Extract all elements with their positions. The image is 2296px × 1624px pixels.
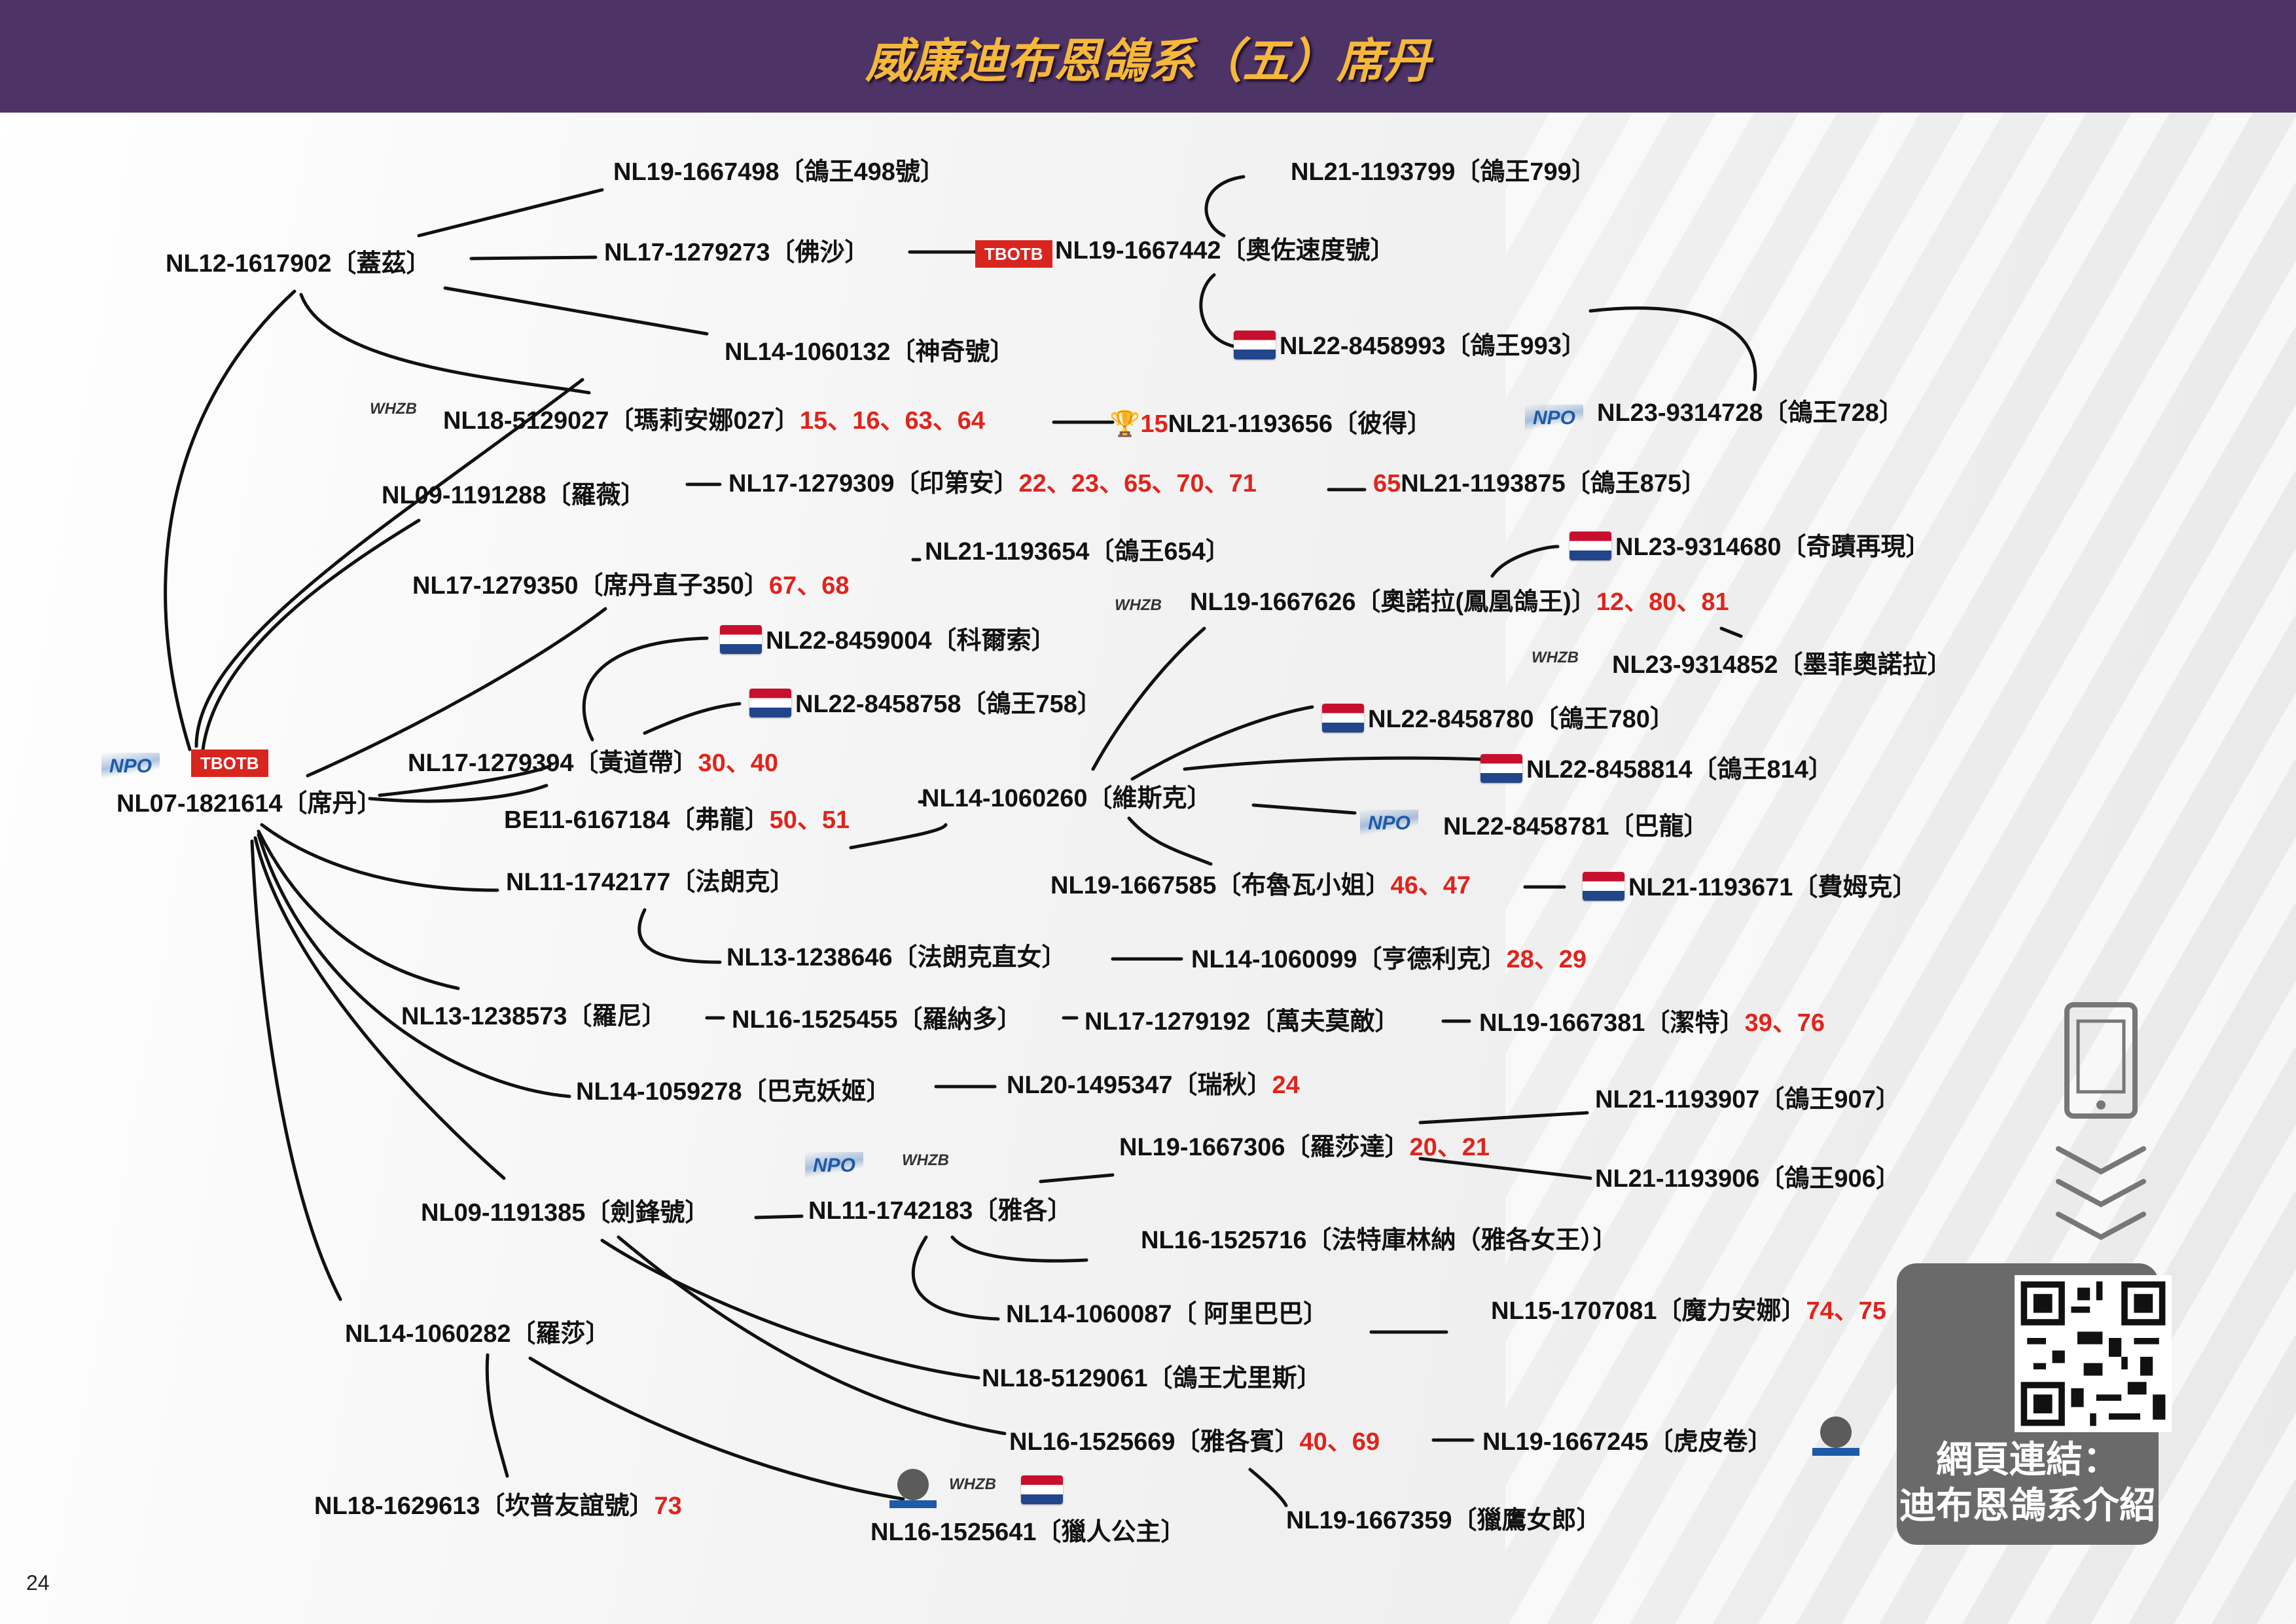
page-number: 24 [26, 1571, 50, 1595]
node-nl14-1060260: NL14-1060260〔維斯克〕 [922, 785, 1212, 812]
node-nl22-8459004: NL22-8459004〔科爾索〕 [720, 625, 1056, 656]
node-nl14-1060132: NL14-1060132〔神奇號〕 [725, 338, 1015, 366]
node-nl22-8458780: NL22-8458780〔鴿王780〕 [1322, 704, 1675, 734]
phone-icon [2064, 1002, 2138, 1119]
netherlands-flag-icon [1234, 331, 1276, 359]
node-nl17-1279394: NL17-1279394〔黃道帶〕30、40 [408, 749, 779, 777]
tbotb-badge: TBOTB [191, 749, 268, 777]
node-root: NL07-1821614〔席丹〕 [117, 790, 382, 818]
node-nl14-1060087: NL14-1060087〔 阿里巴巴〕 [1006, 1301, 1329, 1328]
netherlands-flag-icon [1480, 754, 1522, 783]
node-nl14-1060099: NL14-1060099〔亨德利克〕28、29 [1191, 946, 1587, 973]
npo-logo: NPO [101, 753, 160, 780]
node-nl16-1525455: NL16-1525455〔羅納多〕 [732, 1006, 1022, 1034]
node-nl21-1193906: NL21-1193906〔鴿王906〕 [1595, 1165, 1901, 1193]
netherlands-flag-icon [1583, 872, 1624, 901]
node-nl21-1193671: NL21-1193671〔費姆克〕 [1583, 872, 1917, 903]
node-nl21-1193656: 🏆15NL21-1193656〔彼得〕 [1109, 410, 1433, 438]
netherlands-flag-icon [1570, 532, 1611, 560]
node-nl19-1667585: NL19-1667585〔布魯瓦小姐〕46、47 [1050, 872, 1471, 899]
node-nl19-1667442: NL19-1667442〔奧佐速度號〕 [1055, 237, 1395, 264]
npo-logo: NPO [1360, 810, 1419, 837]
node-nl13-1238573: NL13-1238573〔羅尼〕 [401, 1003, 667, 1030]
qr-caption-line1: 網頁連結： [1936, 1439, 2119, 1480]
node-nl19-1667245: NL19-1667245〔虎皮卷〕 [1482, 1428, 1773, 1456]
node-nl17-1279350: NL17-1279350〔席丹直子350〕67、68 [412, 572, 850, 600]
whzb-logo: WHZB [949, 1475, 996, 1493]
node-nl17-1279192: NL17-1279192〔萬夫莫敵〕 [1085, 1008, 1400, 1036]
qr-code-icon[interactable] [2015, 1275, 2172, 1432]
node-be11-6167184: BE11-6167184〔弗龍〕50、51 [504, 806, 850, 834]
node-nl21-1193875: 65NL21-1193875〔鴿王875〕 [1373, 470, 1707, 497]
node-nl14-1059278: NL14-1059278〔巴克妖姬〕 [576, 1078, 891, 1106]
node-nl12-1617902: NL12-1617902〔蓋茲〕 [166, 250, 431, 278]
netherlands-flag-icon [1021, 1475, 1067, 1506]
node-nl11-1742177: NL11-1742177〔法朗克〕 [506, 869, 795, 896]
fci-badge [889, 1469, 937, 1508]
whzb-logo: WHZB [1115, 596, 1162, 614]
node-nl09-1191288: NL09-1191288〔羅薇〕 [382, 482, 646, 509]
whzb-logo: WHZB [1532, 649, 1579, 666]
node-nl18-5129027: NL18-5129027〔瑪莉安娜027〕15、16、63、64 [443, 407, 985, 435]
node-nl09-1191385: NL09-1191385〔劍鋒號〕 [421, 1199, 710, 1227]
node-nl19-1667359: NL19-1667359〔獵鷹女郎〕 [1286, 1507, 1602, 1534]
qr-caption-line2: 迪布恩鴿系介紹 [1899, 1485, 2156, 1526]
node-nl19-1667626: NL19-1667626〔奧諾拉(鳳凰鴿王)〕12、80、81 [1190, 588, 1729, 616]
trophy-icon: 🏆 [1109, 410, 1141, 438]
node-nl20-1495347: NL20-1495347〔瑞秋〕24 [1007, 1072, 1300, 1099]
node-nl23-9314680: NL23-9314680〔奇蹟再現〕 [1570, 532, 1931, 562]
node-nl21-1193907: NL21-1193907〔鴿王907〕 [1595, 1086, 1901, 1113]
node-nl19-1667498: NL19-1667498〔鴿王498號〕 [613, 158, 945, 186]
netherlands-flag-icon [720, 625, 762, 654]
node-nl21-1193799: NL21-1193799〔鴿王799〕 [1291, 158, 1596, 186]
netherlands-flag-icon [749, 689, 791, 717]
node-nl15-1707081: NL15-1707081〔魔力安娜〕74、75 [1491, 1297, 1887, 1325]
node-nl23-9314852: NL23-9314852〔墨菲奧諾拉〕 [1612, 651, 1952, 679]
page-title: 威廉迪布恩鴿系（五）席丹 [865, 33, 1431, 88]
node-nl18-1629613: NL18-1629613〔坎普友誼號〕73 [314, 1492, 682, 1520]
node-nl17-1279309: NL17-1279309〔印第安〕22、23、65、70、71 [728, 470, 1257, 497]
node-nl22-8458814: NL22-8458814〔鴿王814〕 [1480, 754, 1833, 785]
node-nl16-1525669: NL16-1525669〔雅各賓〕40、69 [1009, 1428, 1380, 1456]
node-nl19-1667381: NL19-1667381〔潔特〕39、76 [1479, 1009, 1825, 1037]
fci-badge [1812, 1416, 1859, 1456]
node-nl14-1060282: NL14-1060282〔羅莎〕 [345, 1320, 611, 1348]
node-nl18-5129061: NL18-5129061〔鴿王尤里斯〕 [982, 1365, 1322, 1392]
node-nl16-1525716: NL16-1525716〔法特庫林納（雅各女王）〕 [1141, 1227, 1618, 1254]
node-nl19-1667306: NL19-1667306〔羅莎達〕20、21 [1119, 1134, 1490, 1161]
whzb-logo: WHZB [902, 1151, 949, 1169]
node-nl17-1279273: NL17-1279273〔佛沙〕 [604, 239, 870, 266]
whzb-logo: WHZB [370, 400, 417, 418]
node-nl22-8458758: NL22-8458758〔鴿王758〕 [749, 689, 1102, 719]
header-bar [0, 0, 2296, 113]
tbotb-badge: TBOTB [975, 240, 1052, 268]
node-nl11-1742183: NL11-1742183〔雅各〕 [808, 1197, 1073, 1225]
node-nl22-8458993: NL22-8458993〔鴿王993〕 [1234, 331, 1587, 361]
npo-logo: NPO [805, 1152, 864, 1180]
node-nl16-1525641: NL16-1525641〔獵人公主〕 [870, 1519, 1186, 1546]
qr-caption: 網頁連結： 迪布恩鴿系介紹 [1897, 1437, 2159, 1528]
node-nl21-1193654: NL21-1193654〔鴿王654〕 [925, 538, 1230, 566]
node-nl22-8458781: NL22-8458781〔巴龍〕 [1443, 813, 1709, 840]
node-nl13-1238646: NL13-1238646〔法朗克直女〕 [726, 944, 1067, 971]
npo-logo: NPO [1525, 405, 1584, 432]
netherlands-flag-icon [1322, 704, 1364, 732]
node-nl23-9314728: NL23-9314728〔鴿王728〕 [1597, 399, 1904, 427]
